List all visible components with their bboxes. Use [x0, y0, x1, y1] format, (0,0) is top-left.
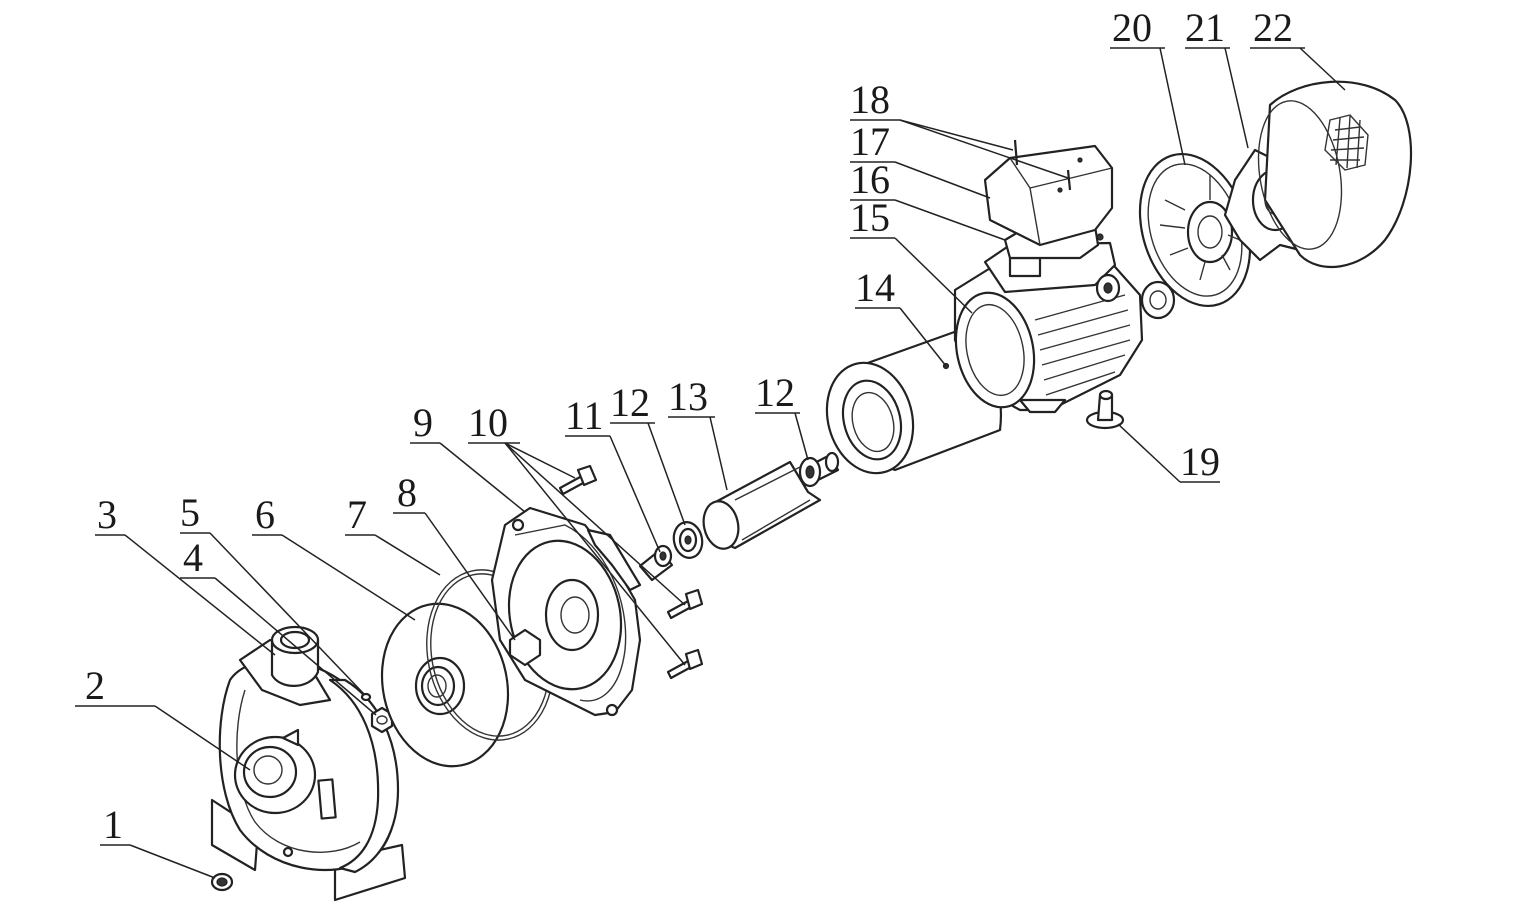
label-11: 11	[565, 393, 604, 438]
label-16: 16	[850, 157, 890, 202]
label-15: 15	[850, 195, 890, 240]
label-20: 20	[1112, 5, 1152, 50]
part-19-foot-bolt	[1085, 389, 1125, 430]
label-12-front: 12	[610, 380, 650, 425]
label-10: 10	[468, 400, 508, 445]
part-15-motor-frame	[953, 241, 1144, 414]
label-17: 17	[850, 119, 890, 164]
label-9: 9	[413, 400, 433, 445]
label-6: 6	[255, 492, 275, 537]
part-9-bracket	[490, 506, 642, 717]
part-17-terminal-cover	[983, 144, 1114, 247]
label-12-rear: 12	[755, 370, 795, 415]
leader-lines	[75, 47, 1346, 879]
label-14: 14	[855, 265, 895, 310]
part-6-impeller	[380, 602, 510, 768]
part-11-mechanical-seal	[638, 544, 674, 582]
label-1: 1	[103, 802, 123, 847]
part-5-priming-screw	[360, 692, 372, 702]
part-4-nut	[370, 706, 394, 734]
label-13: 13	[668, 374, 708, 419]
part-10-bolt-top	[558, 464, 598, 496]
part-22-fan-cover	[1257, 80, 1413, 269]
label-3: 3	[97, 492, 117, 537]
part-10-bolt-middle	[666, 588, 704, 620]
part-3-outlet-port	[238, 625, 332, 707]
label-2: 2	[85, 663, 105, 708]
label-21: 21	[1185, 5, 1225, 50]
label-22: 22	[1253, 5, 1293, 50]
part-20-end-cover	[1138, 152, 1252, 308]
label-8: 8	[397, 470, 417, 515]
part-1-drain-plug	[210, 872, 234, 892]
label-5: 5	[180, 490, 200, 535]
part-12-bearing-rear	[798, 456, 822, 488]
label-4: 4	[183, 535, 203, 580]
label-19: 19	[1180, 439, 1220, 484]
part-10-bolt-bottom	[666, 648, 704, 680]
label-18: 18	[850, 77, 890, 122]
label-7: 7	[347, 492, 367, 537]
wave-washer	[1140, 280, 1176, 320]
part-12-bearing-front	[672, 521, 704, 559]
